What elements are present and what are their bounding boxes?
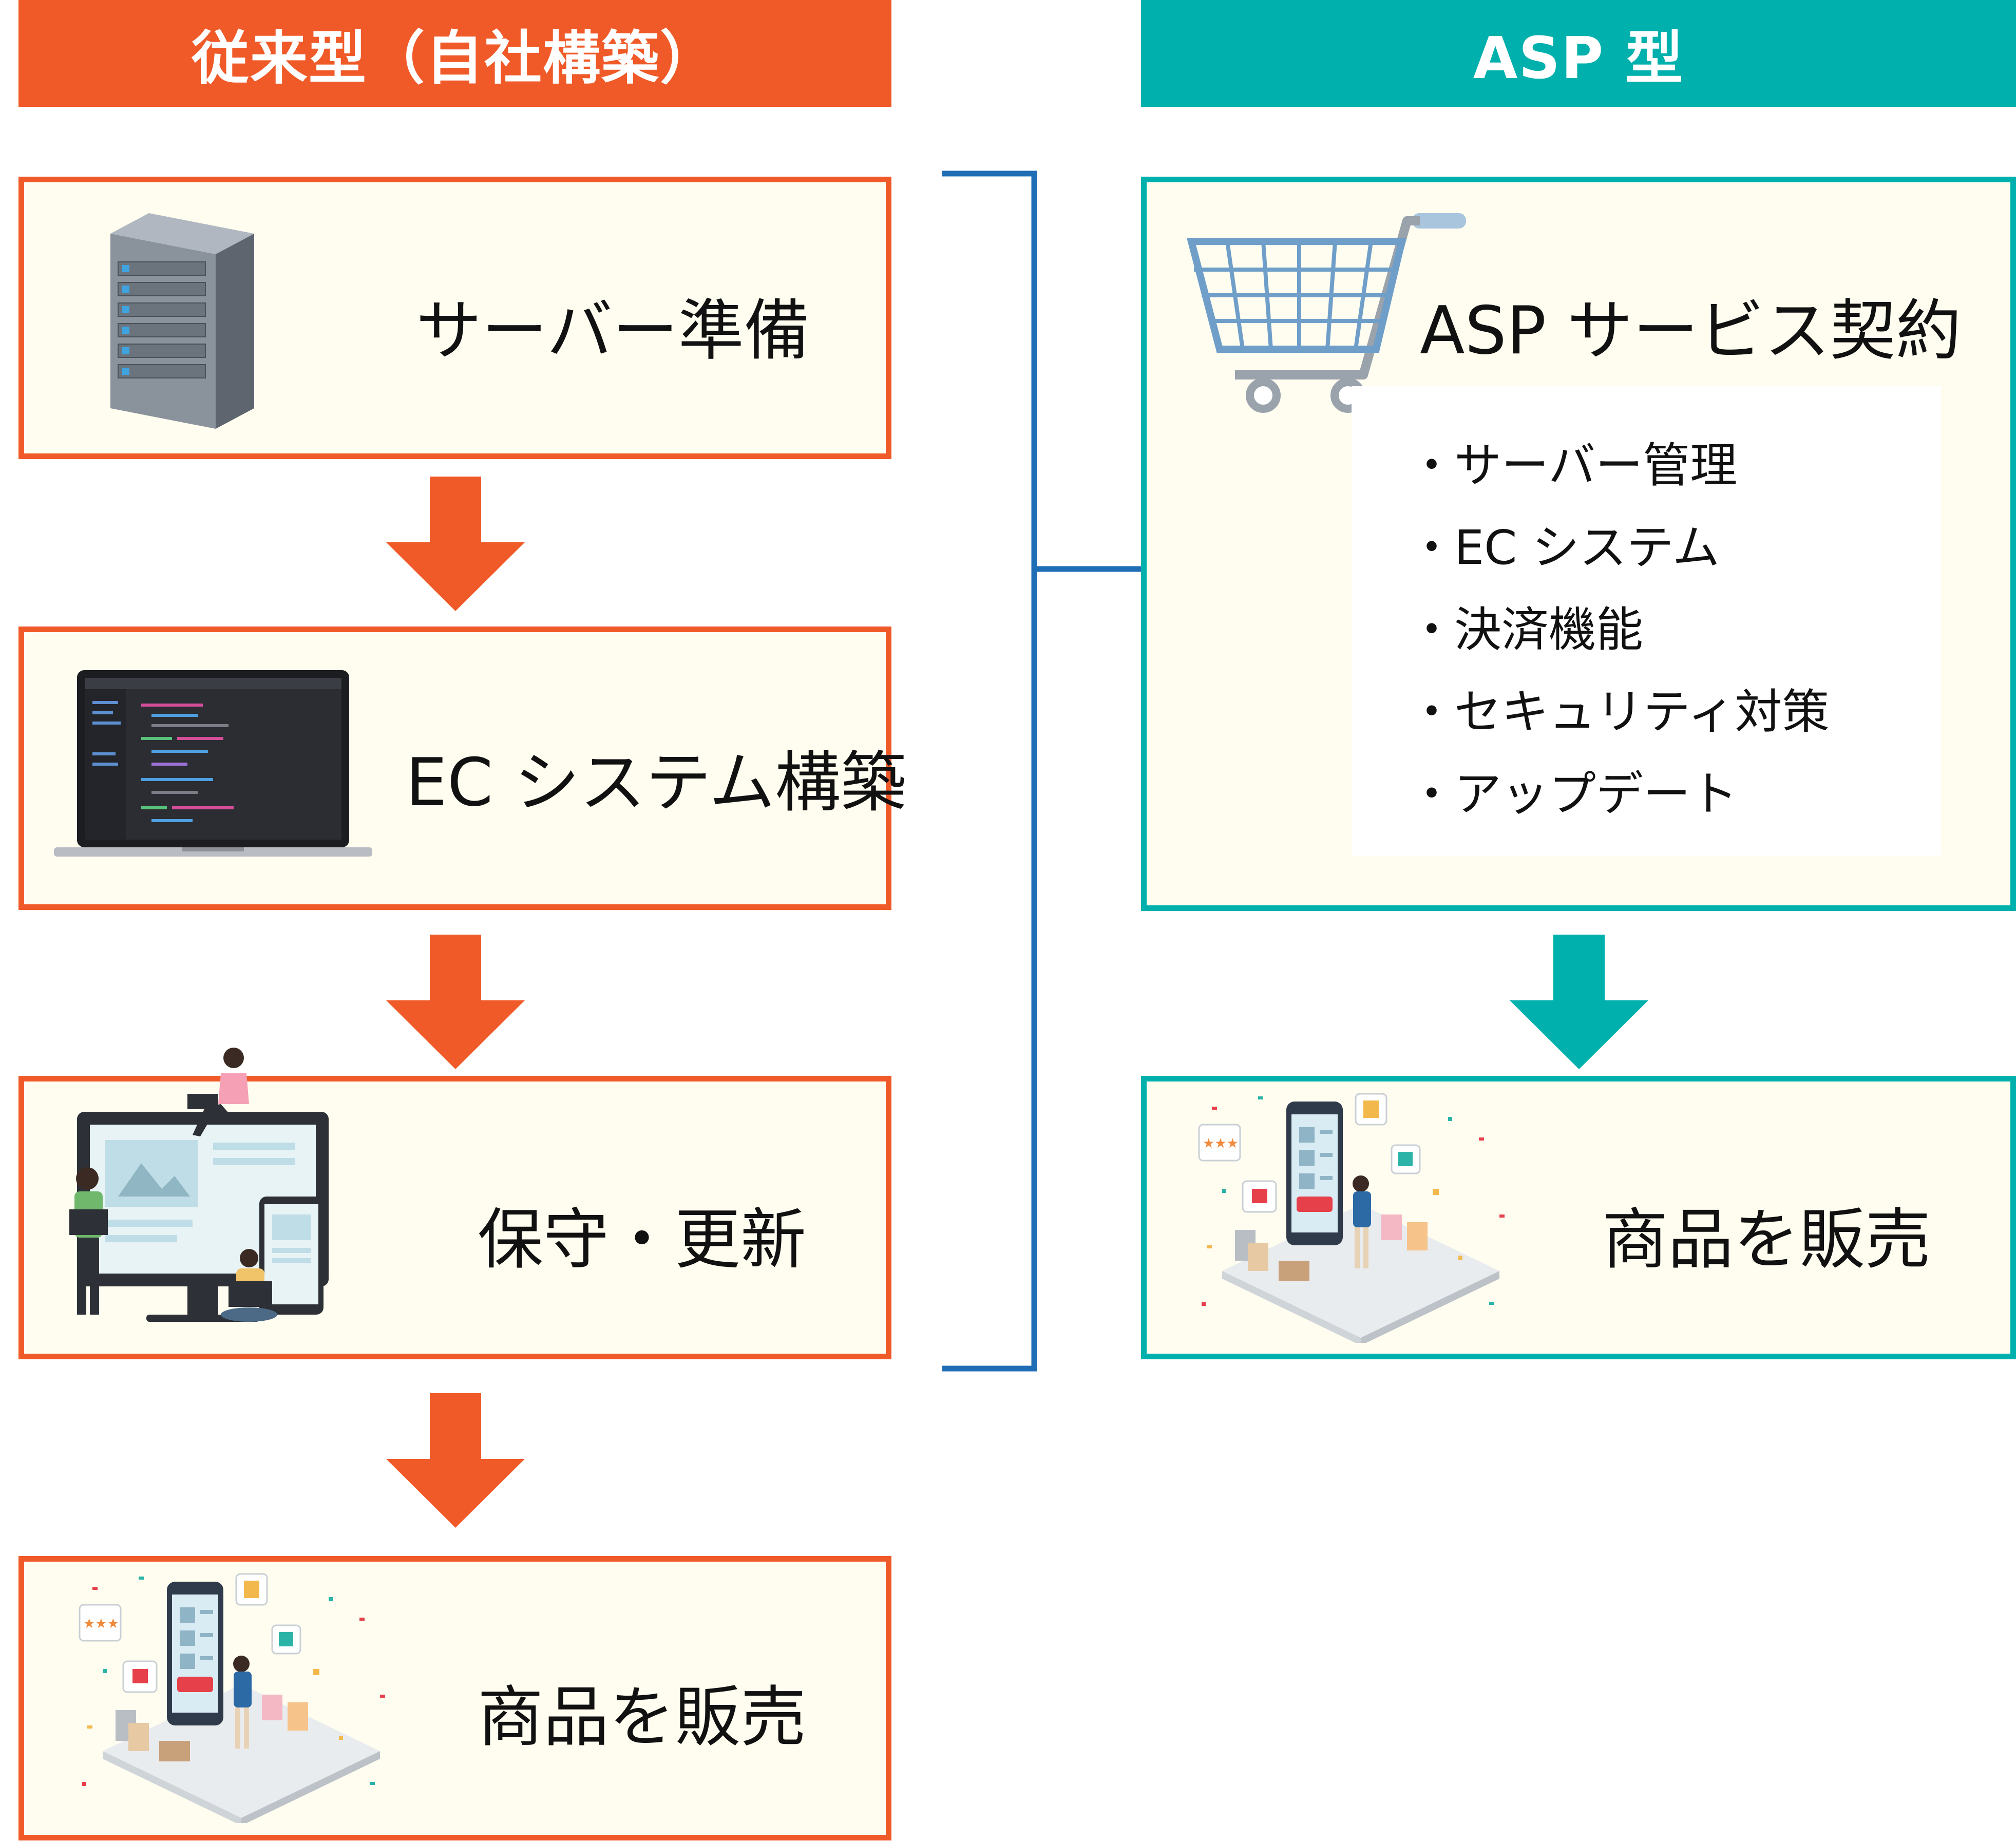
down-arrow-icon	[386, 935, 525, 1069]
online-shop-illustration-icon: ★★★	[79, 1573, 385, 1823]
down-arrow-icon	[386, 1393, 525, 1528]
down-arrow-icon	[386, 477, 525, 611]
step-sell-products-left-label: 商品を販売	[478, 1679, 807, 1756]
laptop-code-icon	[54, 670, 372, 857]
bullet: ・	[1408, 685, 1456, 739]
asp-included-features-list: ・ サーバー管理 ・ EC システム ・ 決済機能 ・ セキュリティ対策 ・ ア…	[1352, 386, 1941, 856]
bullet: ・	[1408, 520, 1456, 575]
traditional-type-header: 従来型（自社構築）	[18, 0, 891, 107]
feature-payment: 決済機能	[1454, 602, 1644, 657]
step-ec-system-build	[18, 627, 891, 910]
down-arrow-icon	[1510, 935, 1648, 1069]
feature-server-management: サーバー管理	[1454, 438, 1738, 493]
step-server-preparation-label: サーバー準備	[416, 293, 810, 369]
step-sell-products-right-label: 商品を販売	[1602, 1202, 1931, 1278]
asp-type-header: ASP 型	[1141, 0, 2016, 107]
bullet: ・	[1408, 602, 1456, 657]
server-icon	[110, 213, 254, 429]
step-asp-service-contract-label: ASP サービス契約	[1420, 293, 1962, 369]
bullet: ・	[1408, 438, 1456, 493]
online-shop-illustration-icon: ★★★	[1198, 1093, 1505, 1343]
svg-text:★★★: ★★★	[83, 1616, 119, 1631]
feature-security: セキュリティ対策	[1454, 685, 1830, 739]
feature-ec-system: EC システム	[1454, 520, 1720, 575]
bullet: ・	[1408, 767, 1456, 822]
step-ec-system-build-label: EC システム構築	[406, 745, 907, 821]
asp-type-header-label: ASP 型	[1473, 25, 1684, 92]
svg-text:★★★: ★★★	[1203, 1136, 1239, 1151]
step-maintenance-update-label: 保守・更新	[478, 1202, 807, 1278]
traditional-type-header-label: 従来型（自社構築）	[192, 25, 718, 92]
feature-update: アップデート	[1454, 767, 1738, 822]
maintenance-illustration-icon	[69, 1048, 329, 1322]
step-sell-products-left	[18, 1556, 891, 1840]
